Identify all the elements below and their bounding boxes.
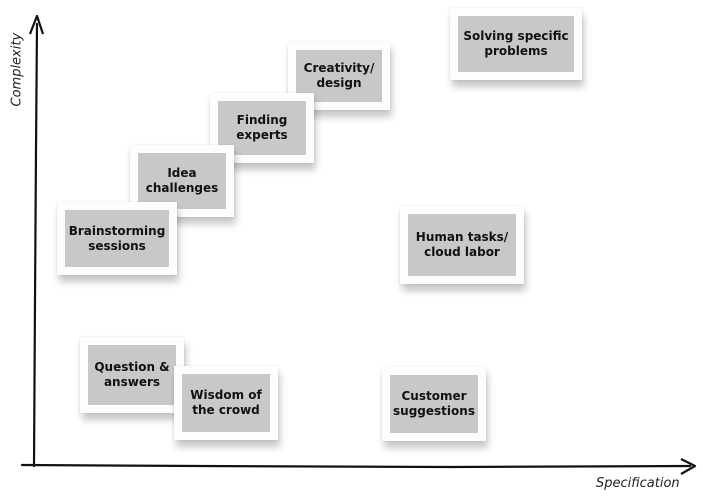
card-label: Solving specific problems — [463, 29, 569, 58]
card-label: Idea challenges — [145, 166, 219, 195]
card-label: Wisdom of the crowd — [190, 388, 262, 417]
card-brainstorming-sessions: Brainstorming sessions — [57, 202, 177, 275]
x-axis-label: Specification — [596, 476, 680, 491]
x-axis-arrowhead — [680, 458, 697, 475]
y-axis-arrowhead — [28, 14, 45, 35]
y-axis-label: Complexity — [9, 32, 25, 107]
card-finding-experts: Finding experts — [210, 93, 314, 163]
card-wisdom-of-crowd: Wisdom of the crowd — [174, 366, 278, 440]
card-label: Brainstorming sessions — [68, 223, 166, 253]
y-axis-line — [32, 22, 39, 468]
card-solving-specific-problems: Solving specific problems — [450, 8, 582, 80]
card-creativity-design: Creativity/ design — [288, 42, 390, 110]
card-label: Human tasks/ cloud labor — [415, 230, 509, 259]
card-label: Question & answers — [94, 360, 170, 389]
card-label: Customer suggestions — [393, 389, 475, 418]
card-idea-challenges: Idea challenges — [130, 145, 234, 217]
card-label: Finding experts — [236, 113, 288, 142]
x-axis-line — [20, 463, 692, 469]
card-label: Creativity/ design — [303, 61, 375, 90]
card-customer-suggestions: Customer suggestions — [382, 367, 486, 441]
card-human-tasks: Human tasks/ cloud labor — [400, 206, 524, 284]
card-question-answers: Question & answers — [80, 337, 184, 413]
